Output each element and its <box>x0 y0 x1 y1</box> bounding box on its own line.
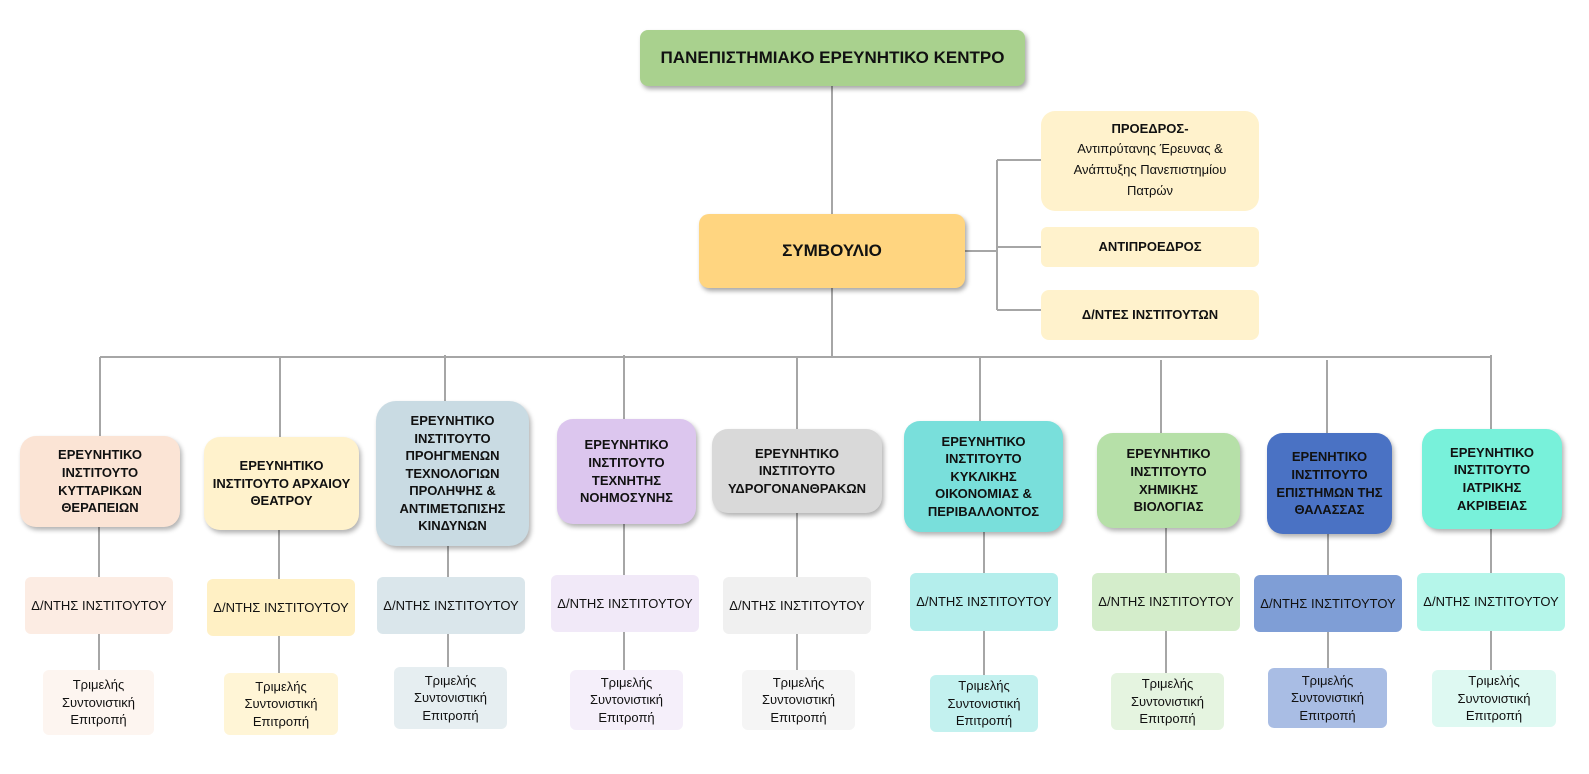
committee-label: Τριμελής Συντονιστική Επιτροπή <box>947 678 1021 729</box>
institute-director: Δ/ΝΤΗΣ ΙΝΣΤΙΤΟΥΤΟΥ <box>1417 573 1565 631</box>
institute-director: Δ/ΝΤΗΣ ΙΝΣΤΙΤΟΥΤΟΥ <box>377 577 525 634</box>
institute-node: ΕΡΕΥΝΗΤΙΚΟ ΙΝΣΤΙΤΟΥΤΟ ΤΕΧΝΗΤΗΣ ΝΟΗΜΟΣΥΝΗ… <box>557 419 696 524</box>
institute-name: ΕΡΕΥΝΗΤΙΚΟ ΙΝΣΤΙΤΟΥΤΟ ΙΑΤΡΙΚΗΣ ΑΚΡΙΒΕΙΑΣ <box>1450 444 1534 513</box>
institute-name: ΕΡΕΥΝΗΤΙΚΟ ΙΝΣΤΙΤΟΥΤΟ ΑΡΧΑΙΟΥ ΘΕΑΤΡΟΥ <box>212 458 351 509</box>
root-node: ΠΑΝΕΠΙΣΤΗΜΙΑΚΟ ΕΡΕΥΝΗΤΙΚΟ ΚΕΝΤΡΟ <box>640 30 1025 86</box>
institute-node: ΕΡΕΥΝΗΤΙΚΟ ΙΝΣΤΙΤΟΥΤΟ ΚΥΚΛΙΚΗΣ ΟΙΚΟΝΟΜΙΑ… <box>904 421 1063 532</box>
directors-box: Δ/ΝΤΕΣ ΙΝΣΤΙΤΟΥΤΩΝ <box>1041 290 1259 340</box>
institute-node: ΕΡΕΥΝΗΤΙΚΟ ΙΝΣΤΙΤΟΥΤΟ ΙΑΤΡΙΚΗΣ ΑΚΡΙΒΕΙΑΣ <box>1422 429 1562 529</box>
vice-president-title: ΑΝΤΙΠΡΟΕΔΡΟΣ <box>1098 239 1202 255</box>
institute-director: Δ/ΝΤΗΣ ΙΝΣΤΙΤΟΥΤΟΥ <box>551 575 699 632</box>
institute-name: ΕΡΕΥΝΗΤΙΚΟ ΙΝΣΤΙΤΟΥΤΟ ΚΥΤΤΑΡΙΚΩΝ ΘΕΡΑΠΕΙ… <box>58 447 142 516</box>
committee-label: Τριμελής Συντονιστική Επιτροπή <box>1131 676 1204 727</box>
institute-name: ΕΡΕΥΝΗΤΙΚΟ ΙΝΣΤΙΤΟΥΤΟ ΠΡΟΗΓΜΕΝΩΝ ΤΕΧΝΟΛΟ… <box>399 413 506 534</box>
president-title: ΠΡΟΕΔΡΟΣ- <box>1111 121 1189 137</box>
council-node: ΣΥΜΒΟΥΛΙΟ <box>699 214 965 288</box>
institute-director: Δ/ΝΤΗΣ ΙΝΣΤΙΤΟΥΤΟΥ <box>723 577 871 634</box>
institute-node: ΕΡΕΝΗΤΙΚΟ ΙΝΣΤΙΤΟΥΤΟ ΕΠΙΣΤΗΜΩΝ ΤΗΣ ΘΑΛΑΣ… <box>1267 433 1392 534</box>
committee-label: Τριμελής Συντονιστική Επιτροπή <box>414 672 487 723</box>
root-title: ΠΑΝΕΠΙΣΤΗΜΙΑΚΟ ΕΡΕΥΝΗΤΙΚΟ ΚΕΝΤΡΟ <box>660 47 1005 67</box>
institute-director: Δ/ΝΤΗΣ ΙΝΣΤΙΤΟΥΤΟΥ <box>25 577 173 634</box>
institute-committee: Τριμελής Συντονιστική Επιτροπή <box>1111 673 1224 730</box>
director-label: Δ/ΝΤΗΣ ΙΝΣΤΙΤΟΥΤΟΥ <box>916 594 1052 610</box>
institute-director: Δ/ΝΤΗΣ ΙΝΣΤΙΤΟΥΤΟΥ <box>207 579 355 636</box>
committee-label: Τριμελής Συντονιστική Επιτροπή <box>1291 672 1364 723</box>
institute-committee: Τριμελής Συντονιστική Επιτροπή <box>1432 670 1556 727</box>
director-label: Δ/ΝΤΗΣ ΙΝΣΤΙΤΟΥΤΟΥ <box>1423 594 1559 610</box>
president-detail: Αντιπρύτανης Έρευνας & Ανάπτυξης Πανεπισ… <box>1073 140 1227 199</box>
institute-committee: Τριμελής Συντονιστική Επιτροπή <box>570 670 683 730</box>
committee-label: Τριμελής Συντονιστική Επιτροπή <box>762 674 835 725</box>
director-label: Δ/ΝΤΗΣ ΙΝΣΤΙΤΟΥΤΟΥ <box>729 597 865 613</box>
director-label: Δ/ΝΤΗΣ ΙΝΣΤΙΤΟΥΤΟΥ <box>1098 594 1234 610</box>
director-label: Δ/ΝΤΗΣ ΙΝΣΤΙΤΟΥΤΟΥ <box>213 599 349 615</box>
vice-president-box: ΑΝΤΙΠΡΟΕΔΡΟΣ <box>1041 227 1259 267</box>
institute-node: ΕΡΕΥΝΗΤΙΚΟ ΙΝΣΤΙΤΟΥΤΟ ΥΔΡΟΓΟΝΑΝΘΡΑΚΩΝ <box>712 429 882 513</box>
institute-director: Δ/ΝΤΗΣ ΙΝΣΤΙΤΟΥΤΟΥ <box>1254 575 1402 632</box>
institute-committee: Τριμελής Συντονιστική Επιτροπή <box>43 670 154 735</box>
institute-director: Δ/ΝΤΗΣ ΙΝΣΤΙΤΟΥΤΟΥ <box>910 573 1058 631</box>
director-label: Δ/ΝΤΗΣ ΙΝΣΤΙΤΟΥΤΟΥ <box>1260 595 1396 611</box>
institute-committee: Τριμελής Συντονιστική Επιτροπή <box>224 673 338 735</box>
committee-label: Τριμελής Συντονιστική Επιτροπή <box>244 678 318 729</box>
directors-title: Δ/ΝΤΕΣ ΙΝΣΤΙΤΟΥΤΩΝ <box>1081 307 1219 323</box>
director-label: Δ/ΝΤΗΣ ΙΝΣΤΙΤΟΥΤΟΥ <box>31 597 167 613</box>
institute-committee: Τριμελής Συντονιστική Επιτροπή <box>1268 668 1387 728</box>
committee-label: Τριμελής Συντονιστική Επιτροπή <box>62 677 135 728</box>
director-label: Δ/ΝΤΗΣ ΙΝΣΤΙΤΟΥΤΟΥ <box>383 597 519 613</box>
council-title: ΣΥΜΒΟΥΛΙΟ <box>782 240 882 260</box>
institute-node: ΕΡΕΥΝΗΤΙΚΟ ΙΝΣΤΙΤΟΥΤΟ ΚΥΤΤΑΡΙΚΩΝ ΘΕΡΑΠΕΙ… <box>20 436 180 527</box>
institute-name: ΕΡΕΥΝΗΤΙΚΟ ΙΝΣΤΙΤΟΥΤΟ ΥΔΡΟΓΟΝΑΝΘΡΑΚΩΝ <box>727 445 867 496</box>
institute-director: Δ/ΝΤΗΣ ΙΝΣΤΙΤΟΥΤΟΥ <box>1092 573 1240 631</box>
institute-name: ΕΡΕΝΗΤΙΚΟ ΙΝΣΤΙΤΟΥΤΟ ΕΠΙΣΤΗΜΩΝ ΤΗΣ ΘΑΛΑΣ… <box>1276 449 1383 518</box>
institute-name: ΕΡΕΥΝΗΤΙΚΟ ΙΝΣΤΙΤΟΥΤΟ ΧΗΜΙΚΗΣ ΒΙΟΛΟΓΙΑΣ <box>1126 446 1211 515</box>
institute-node: ΕΡΕΥΝΗΤΙΚΟ ΙΝΣΤΙΤΟΥΤΟ ΧΗΜΙΚΗΣ ΒΙΟΛΟΓΙΑΣ <box>1097 433 1240 528</box>
president-box: ΠΡΟΕΔΡΟΣ- Αντιπρύτανης Έρευνας & Ανάπτυξ… <box>1041 111 1259 211</box>
institute-name: ΕΡΕΥΝΗΤΙΚΟ ΙΝΣΤΙΤΟΥΤΟ ΤΕΧΝΗΤΗΣ ΝΟΗΜΟΣΥΝΗ… <box>580 437 673 506</box>
director-label: Δ/ΝΤΗΣ ΙΝΣΤΙΤΟΥΤΟΥ <box>557 595 693 611</box>
institute-committee: Τριμελής Συντονιστική Επιτροπή <box>394 667 507 729</box>
committee-label: Τριμελής Συντονιστική Επιτροπή <box>590 674 663 725</box>
institute-node: ΕΡΕΥΝΗΤΙΚΟ ΙΝΣΤΙΤΟΥΤΟ ΠΡΟΗΓΜΕΝΩΝ ΤΕΧΝΟΛΟ… <box>376 401 529 546</box>
institute-committee: Τριμελής Συντονιστική Επιτροπή <box>930 675 1038 732</box>
institute-name: ΕΡΕΥΝΗΤΙΚΟ ΙΝΣΤΙΤΟΥΤΟ ΚΥΚΛΙΚΗΣ ΟΙΚΟΝΟΜΙΑ… <box>927 433 1040 519</box>
institute-committee: Τριμελής Συντονιστική Επιτροπή <box>742 670 855 730</box>
committee-label: Τριμελής Συντονιστική Επιτροπή <box>1457 673 1531 724</box>
institute-node: ΕΡΕΥΝΗΤΙΚΟ ΙΝΣΤΙΤΟΥΤΟ ΑΡΧΑΙΟΥ ΘΕΑΤΡΟΥ <box>204 437 359 530</box>
